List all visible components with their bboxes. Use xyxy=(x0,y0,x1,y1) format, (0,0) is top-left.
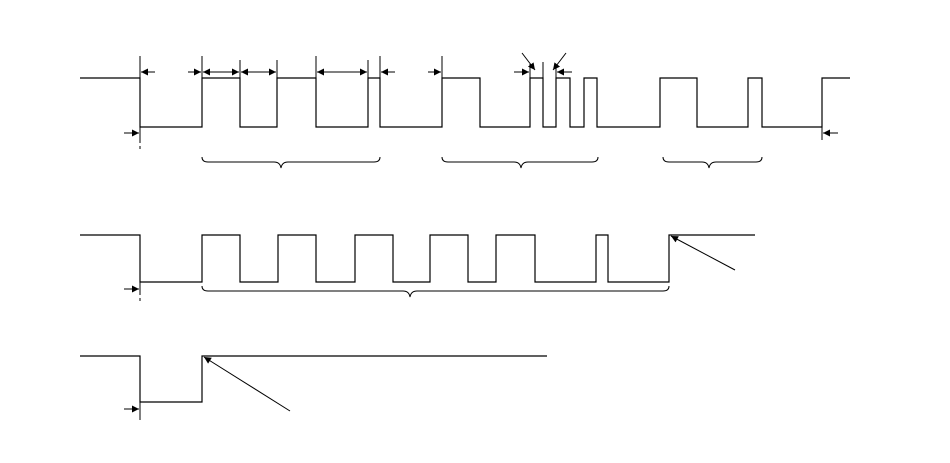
waveform-1-signal xyxy=(80,77,850,128)
waveform-2-signal xyxy=(80,234,755,283)
waveform-3 xyxy=(80,355,547,420)
waveform-2 xyxy=(80,234,755,302)
waveform-1-timing-ticks xyxy=(139,56,823,150)
waveform-3-signal xyxy=(80,355,547,403)
brace-1c xyxy=(662,156,763,169)
waveform-3-leader-arrow xyxy=(203,356,291,412)
waveform-2-leader-arrow xyxy=(670,235,736,271)
waveform-1 xyxy=(80,52,850,169)
waveform-1-dimension-arrows xyxy=(124,52,838,137)
waveform-2-brace xyxy=(201,285,670,298)
brace-1b xyxy=(441,156,599,169)
waveform-1-braces xyxy=(201,156,763,169)
brace-1a xyxy=(201,156,381,169)
